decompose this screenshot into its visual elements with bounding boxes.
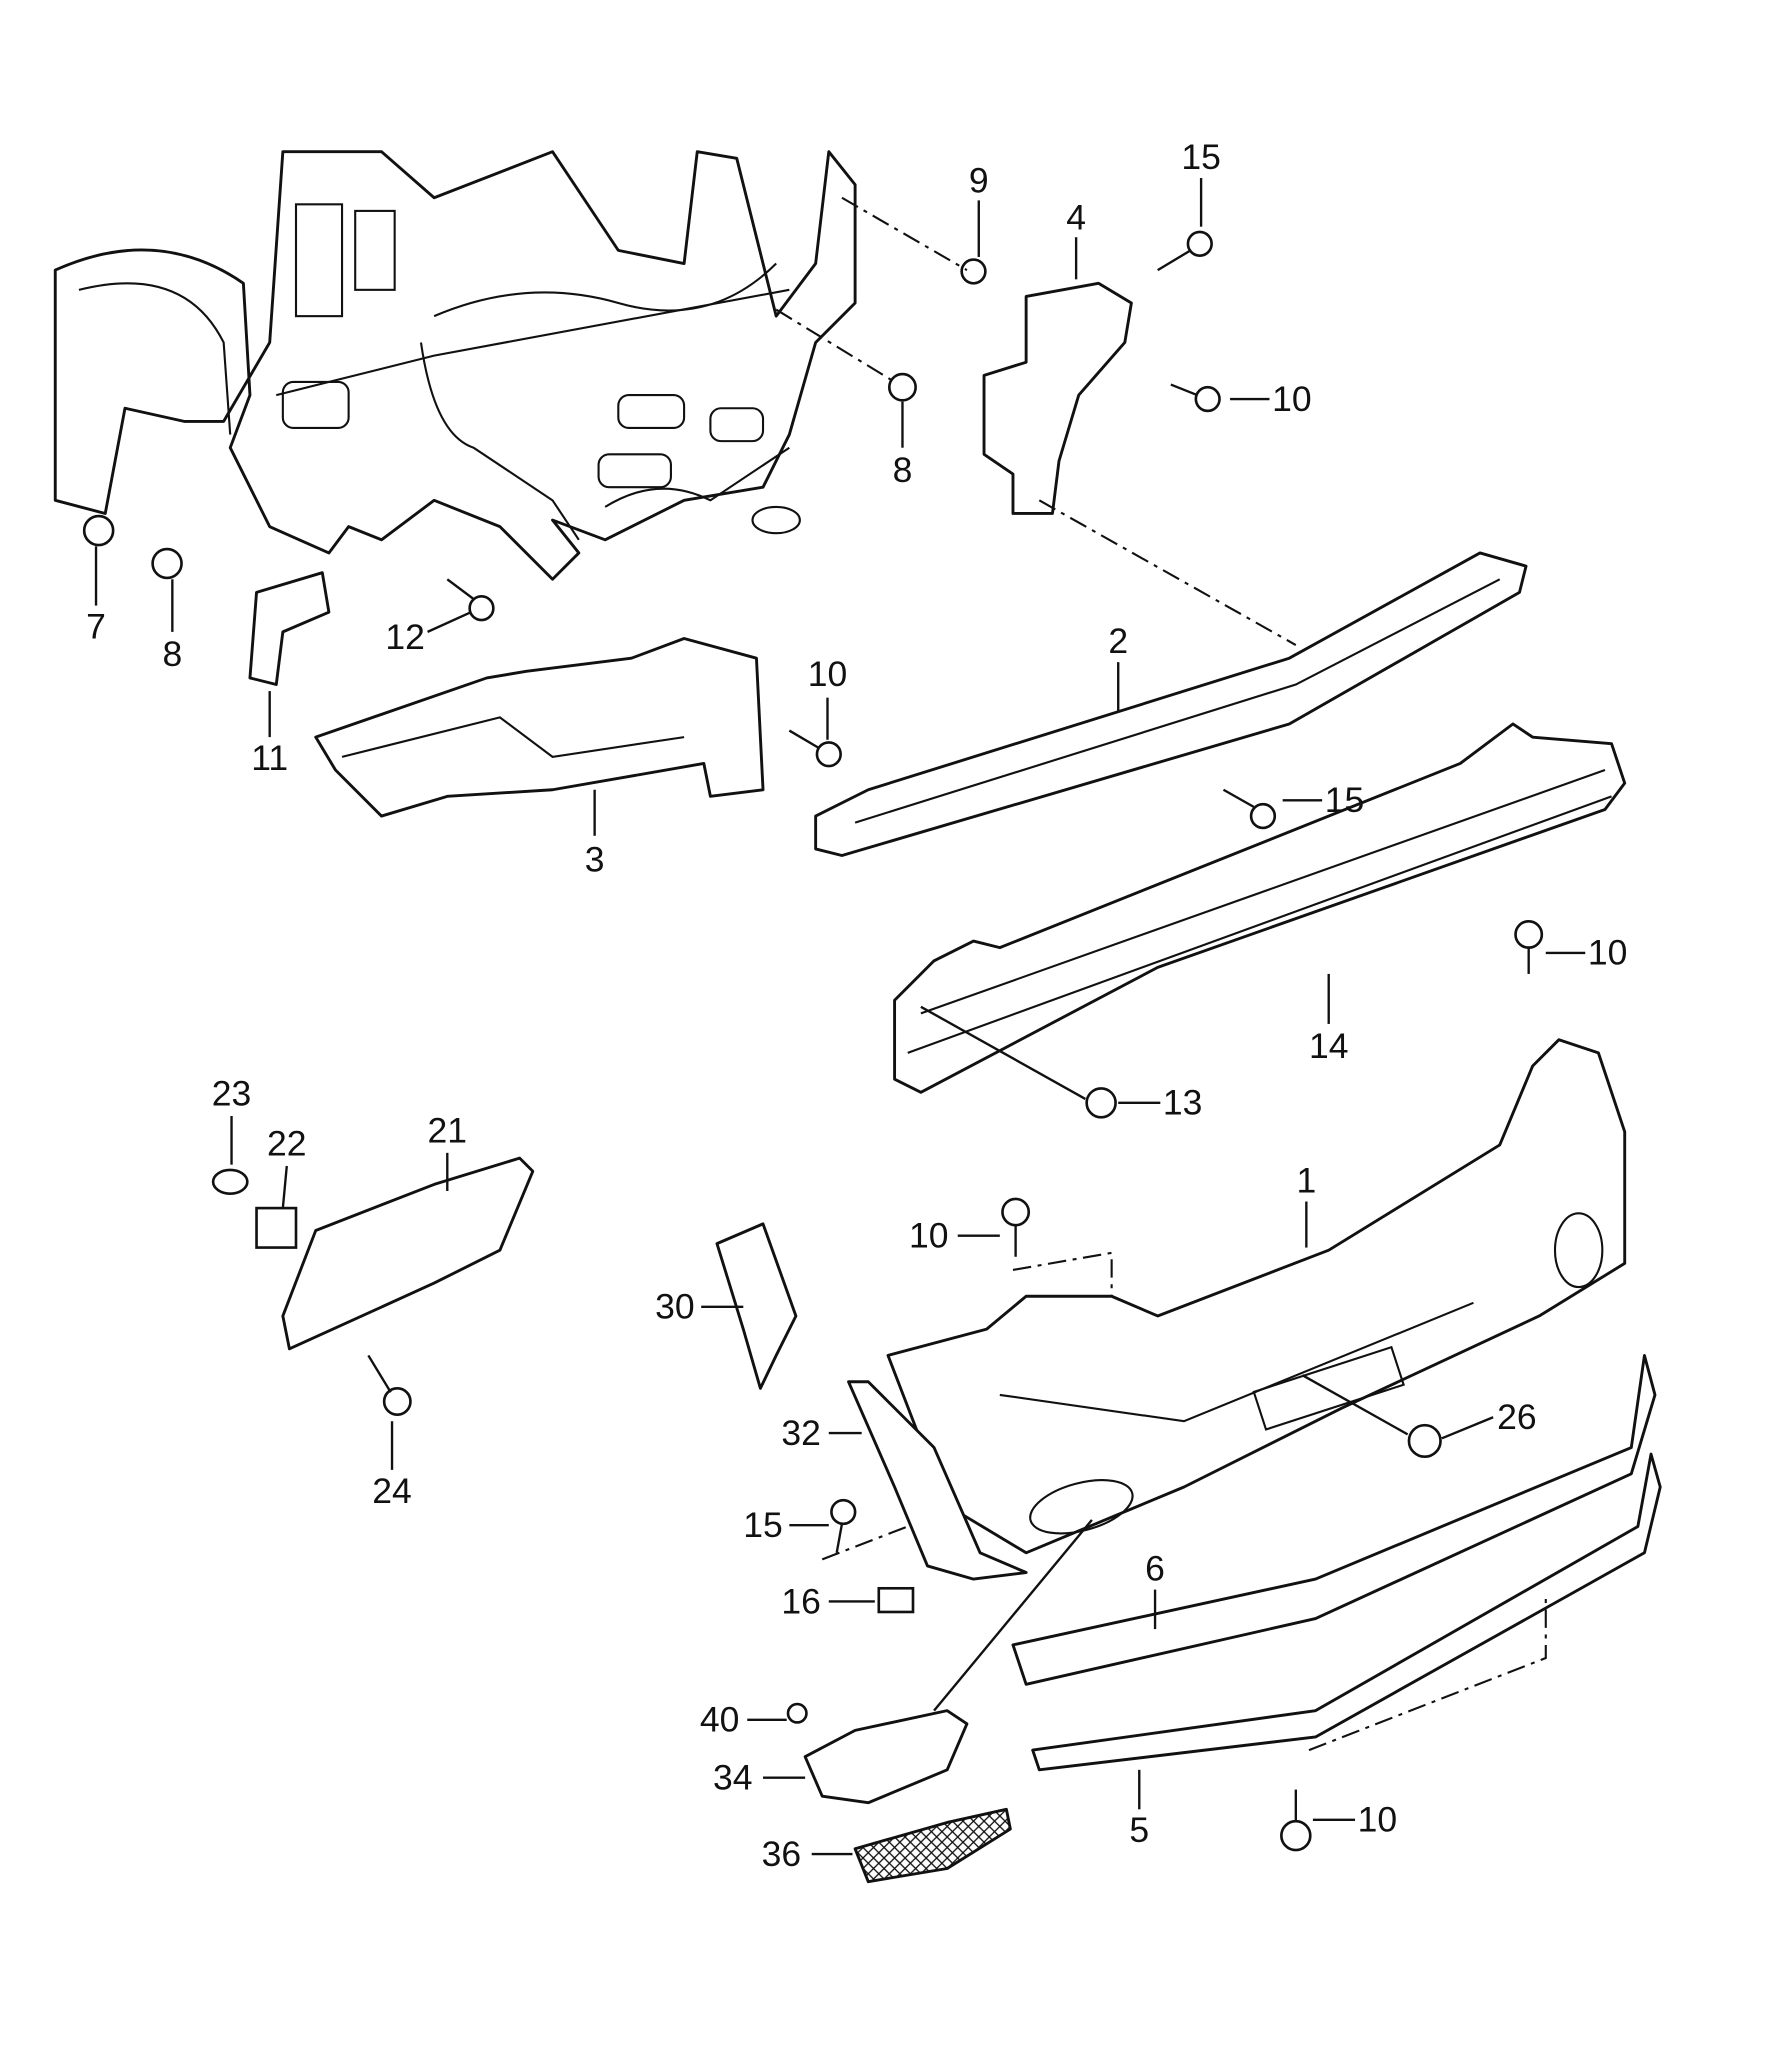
callout-3: 3 <box>585 839 605 879</box>
callout-10: 10 <box>1272 379 1312 419</box>
fasteners <box>82 230 1544 1852</box>
callout-9: 9 <box>969 160 989 200</box>
alignment-lines <box>775 196 1547 1752</box>
callout-15: 15 <box>1325 780 1365 820</box>
part-1-bumper-cover <box>886 1038 1627 1555</box>
callout-13: 13 <box>1163 1083 1203 1123</box>
vehicle-rear-body-shell <box>53 150 857 581</box>
callout-15: 15 <box>743 1505 783 1545</box>
callout-8: 8 <box>893 450 913 490</box>
callout-16: 16 <box>781 1581 821 1621</box>
part-3-bracket <box>314 637 765 818</box>
callout-12: 12 <box>385 617 425 657</box>
part-11-bracket <box>248 571 331 686</box>
part-5-spoiler <box>1031 1452 1662 1772</box>
leader-lines <box>94 178 1586 1856</box>
callout-26: 26 <box>1497 1397 1537 1437</box>
part-30-bracket <box>715 1222 798 1390</box>
part-36-grille <box>853 1807 1012 1884</box>
callout-4: 4 <box>1066 197 1086 237</box>
callout-10: 10 <box>909 1216 949 1256</box>
callout-23: 23 <box>212 1073 252 1113</box>
callout-10: 10 <box>1358 1800 1398 1840</box>
callout-2: 2 <box>1108 621 1128 661</box>
part-14-bumper-bar <box>893 722 1627 1094</box>
callout-22: 22 <box>267 1123 307 1163</box>
callout-24: 24 <box>372 1471 412 1511</box>
callout-labels: 15 9 4 10 8 7 8 12 11 10 2 15 3 10 14 13… <box>86 137 1627 1874</box>
callout-15: 15 <box>1181 137 1221 177</box>
part-6-spoiler <box>1011 1353 1657 1686</box>
callout-36: 36 <box>762 1834 802 1874</box>
callout-14: 14 <box>1309 1026 1349 1066</box>
callout-8: 8 <box>162 634 182 674</box>
callout-30: 30 <box>655 1287 695 1327</box>
callout-32: 32 <box>781 1413 821 1453</box>
callout-6: 6 <box>1145 1548 1165 1588</box>
callout-7: 7 <box>86 606 106 646</box>
part-4-bracket <box>982 281 1133 515</box>
callout-21: 21 <box>428 1110 468 1150</box>
callout-1: 1 <box>1296 1160 1316 1200</box>
callout-34: 34 <box>713 1758 753 1798</box>
callout-5: 5 <box>1129 1810 1149 1850</box>
callout-10: 10 <box>1588 933 1628 973</box>
part-34-trim <box>803 1709 969 1805</box>
part-21-cover <box>281 1156 535 1351</box>
callout-40: 40 <box>700 1700 740 1740</box>
part-32-trim <box>847 1380 1028 1581</box>
callout-11: 11 <box>251 738 288 778</box>
callout-10: 10 <box>808 654 848 694</box>
